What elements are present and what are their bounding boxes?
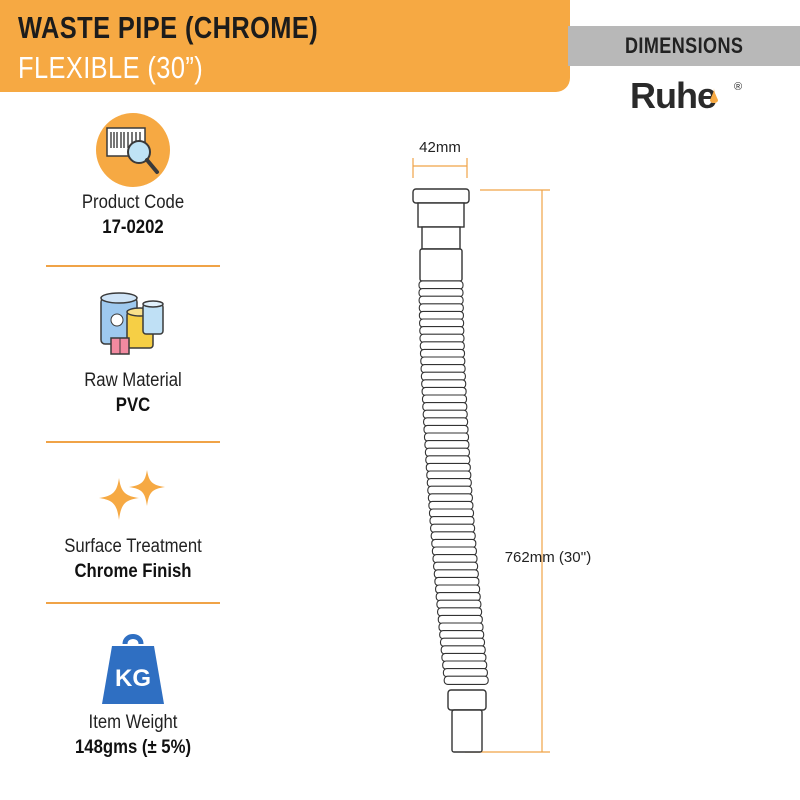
pipe-rib — [426, 470, 472, 480]
pipe-rib — [424, 440, 470, 450]
pipe-rib — [432, 554, 478, 564]
pipe-rib — [441, 652, 487, 663]
pipe-rib — [420, 356, 466, 366]
pipe-rib — [425, 455, 471, 465]
pipe-drawing: 42mm 762mm (30'') — [412, 139, 592, 753]
pipe-rib — [440, 645, 486, 655]
kg-weight-icon: KG — [102, 634, 164, 704]
pipe-rib — [424, 447, 470, 457]
feature-surface-treatment: Surface Treatment Chrome Finish — [46, 468, 220, 583]
pipe-rib — [423, 424, 469, 435]
pipe-rib — [423, 417, 469, 427]
pipe-rib — [435, 592, 481, 602]
pipe-rib — [422, 402, 468, 412]
pipe-rib — [419, 318, 465, 328]
pipe-rib — [434, 576, 480, 587]
pipe-rib — [425, 462, 471, 473]
divider — [46, 265, 220, 267]
feature-value: PVC — [115, 395, 151, 416]
pipe-tail-end — [451, 709, 483, 753]
product-subtitle: FLEXIBLE (30”) — [18, 50, 204, 85]
feature-value: Chrome Finish — [74, 561, 192, 582]
title-banner: WASTE PIPE (CHROME) FLEXIBLE (30”) — [0, 0, 570, 92]
pipe-rib — [426, 478, 472, 488]
feature-label: Product Code — [81, 192, 185, 213]
pipe-rib — [429, 516, 475, 526]
width-dimension-label: 42mm — [419, 139, 461, 156]
pipe-rib — [419, 341, 465, 351]
pipe-rib — [421, 394, 468, 404]
kg-label: KG — [115, 665, 151, 692]
dimensions-badge: DIMENSIONS — [568, 26, 800, 66]
pipe-rib — [428, 508, 475, 518]
feature-value: 17-0202 — [102, 217, 164, 238]
feature-value: 148gms (± 5%) — [74, 737, 192, 758]
pipe-rib — [436, 599, 482, 609]
pipe-top-cap — [412, 188, 470, 204]
feature-label: Item Weight — [88, 712, 178, 733]
barcode-magnifier-icon — [96, 113, 170, 187]
pipe-rib — [420, 364, 466, 374]
brand-drop-icon — [710, 88, 718, 103]
pipe-rib — [442, 668, 488, 678]
pipe-rib — [422, 409, 468, 419]
pipe-rib — [419, 326, 465, 336]
pipe-rib — [419, 348, 466, 359]
pipe-rib — [427, 493, 473, 503]
brand-registered-mark: ® — [734, 81, 742, 93]
pipe-rib — [433, 561, 479, 571]
pipe-rib — [428, 500, 474, 511]
pipe-neck — [421, 226, 461, 250]
pipe-tail-coupling — [447, 689, 487, 711]
pipe-rib — [418, 310, 464, 321]
pipe-rib — [420, 371, 466, 381]
dimensions-badge-label: DIMENSIONS — [624, 33, 744, 58]
pipe-rib — [439, 637, 486, 647]
pipe-rib — [418, 280, 464, 290]
pipe-rib — [437, 614, 483, 625]
pipe-rib — [421, 386, 467, 397]
pipe-rib — [431, 546, 477, 556]
material-cans-icon — [100, 292, 164, 355]
pipe-rib — [419, 333, 465, 343]
divider — [46, 441, 220, 443]
pipe-rib — [421, 379, 467, 389]
length-dimension-label: 762mm (30'') — [505, 549, 592, 566]
pipe-corrugated-body — [418, 280, 489, 685]
pipe-rib — [439, 630, 485, 640]
pipe-rib — [423, 432, 470, 442]
pipe-rib — [418, 295, 464, 305]
product-title: WASTE PIPE (CHROME) — [18, 10, 319, 45]
pipe-rib — [443, 675, 489, 685]
sparkle-icon — [99, 470, 165, 520]
pipe-collar — [417, 202, 465, 228]
pipe-rib — [427, 485, 473, 495]
divider — [46, 602, 220, 604]
brand-name: Ruhe — [630, 76, 716, 116]
pipe-rib — [418, 288, 464, 298]
brand-logo: Ruhe ® — [630, 76, 742, 116]
pipe-coupling — [419, 248, 463, 282]
feature-label: Raw Material — [84, 370, 182, 391]
feature-product-code: Product Code 17-0202 — [46, 112, 220, 239]
pipe-rib — [431, 538, 477, 549]
pipe-rib — [437, 607, 483, 617]
pipe-rib — [438, 622, 484, 632]
pipe-rib — [433, 569, 479, 579]
feature-label: Surface Treatment — [64, 536, 202, 557]
feature-raw-material: Raw Material PVC — [46, 290, 220, 417]
pipe-rib — [442, 660, 488, 670]
pipe-rib — [430, 523, 476, 533]
feature-item-weight: KG Item Weight 148gms (± 5%) — [46, 630, 220, 759]
pipe-rib — [430, 531, 476, 541]
pipe-rib — [418, 303, 464, 313]
pipe-rib — [435, 584, 481, 594]
